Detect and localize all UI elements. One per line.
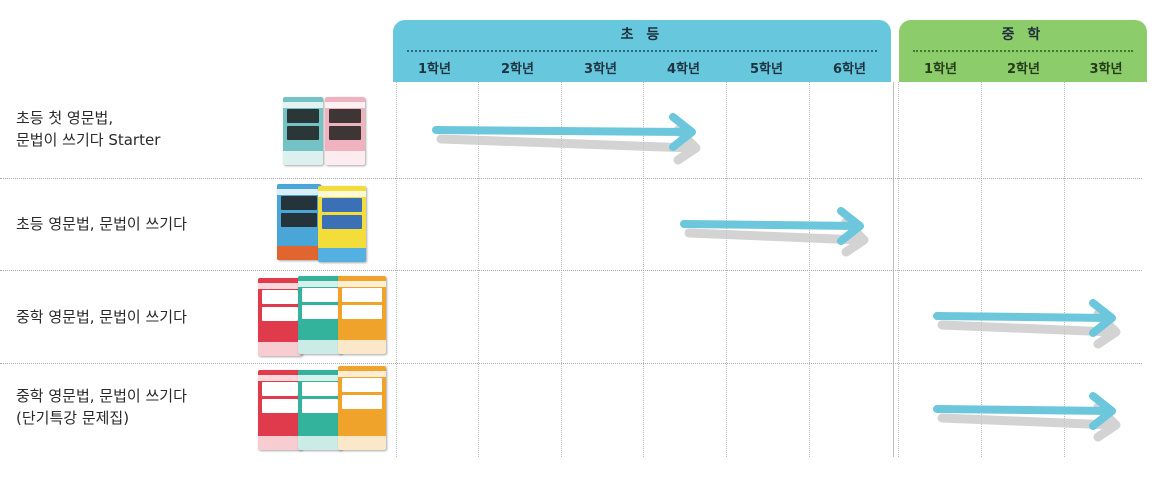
- grid-line: [809, 82, 810, 457]
- grid-line: [981, 82, 982, 457]
- arrow-middle-short: [933, 392, 1121, 442]
- middle-header: 중 학 1학년 2학년 3학년: [899, 20, 1147, 82]
- grade-mid-2: 2학년: [1007, 62, 1040, 77]
- row-divider: [0, 363, 1142, 364]
- row-label-starter: 초등 첫 영문법, 문법이 쓰기다 Starter: [16, 107, 160, 151]
- grid-line: [726, 82, 727, 457]
- row-label-line: 초등 영문법, 문법이 쓰기다: [16, 215, 187, 233]
- elementary-title: 초 등: [620, 27, 664, 43]
- grid-line: [478, 82, 479, 457]
- book-cover-image: [338, 366, 386, 450]
- arrow-elementary: [680, 207, 869, 257]
- grade-elem-3: 3학년: [584, 62, 617, 77]
- book-cover-image: [258, 278, 302, 356]
- elementary-header: 초 등 1학년 2학년 3학년 4학년 5학년 6학년: [393, 20, 891, 82]
- grid-line: [561, 82, 562, 457]
- arrow-starter: [432, 113, 701, 165]
- row-label-middle-short: 중학 영문법, 문법이 쓰기다 (단기특강 문제집): [16, 385, 187, 429]
- row-divider: [0, 270, 1142, 271]
- row-label-line: 중학 영문법, 문법이 쓰기다: [16, 387, 187, 405]
- book-cover-image: [298, 276, 342, 354]
- row-divider: [0, 178, 1142, 179]
- row-label-line: 초등 첫 영문법,: [16, 109, 114, 127]
- grid-line: [898, 82, 899, 457]
- grade-elem-4: 4학년: [667, 62, 700, 77]
- grade-mid-1: 1학년: [924, 62, 957, 77]
- grid-line: [396, 82, 397, 457]
- row-label-line: (단기특강 문제집): [16, 409, 130, 427]
- book-cover-image: [283, 97, 323, 165]
- arrow-middle: [933, 299, 1121, 349]
- header-divider: [407, 50, 877, 52]
- book-cover-image: [338, 276, 386, 354]
- grade-elem-2: 2학년: [501, 62, 534, 77]
- book-cover-image: [258, 370, 302, 450]
- header-divider: [913, 50, 1133, 52]
- book-cover-image: [318, 186, 366, 262]
- middle-title: 중 학: [1001, 27, 1045, 43]
- row-label-elementary: 초등 영문법, 문법이 쓰기다: [16, 213, 187, 235]
- row-label-line: 문법이 쓰기다 Starter: [16, 131, 161, 149]
- grid-line: [1064, 82, 1065, 457]
- grade-mid-3: 3학년: [1089, 62, 1123, 77]
- grid-line-separator: [893, 82, 894, 457]
- book-cover-image: [325, 97, 365, 165]
- grade-elem-6: 6학년: [833, 62, 866, 77]
- row-label-middle: 중학 영문법, 문법이 쓰기다: [16, 306, 187, 328]
- grade-elem-1: 1학년: [418, 62, 451, 77]
- book-cover-image: [298, 370, 342, 450]
- book-cover-image: [277, 184, 321, 260]
- row-label-line: 중학 영문법, 문법이 쓰기다: [16, 308, 187, 326]
- grid-line: [643, 82, 644, 457]
- grade-elem-5: 5학년: [750, 62, 783, 77]
